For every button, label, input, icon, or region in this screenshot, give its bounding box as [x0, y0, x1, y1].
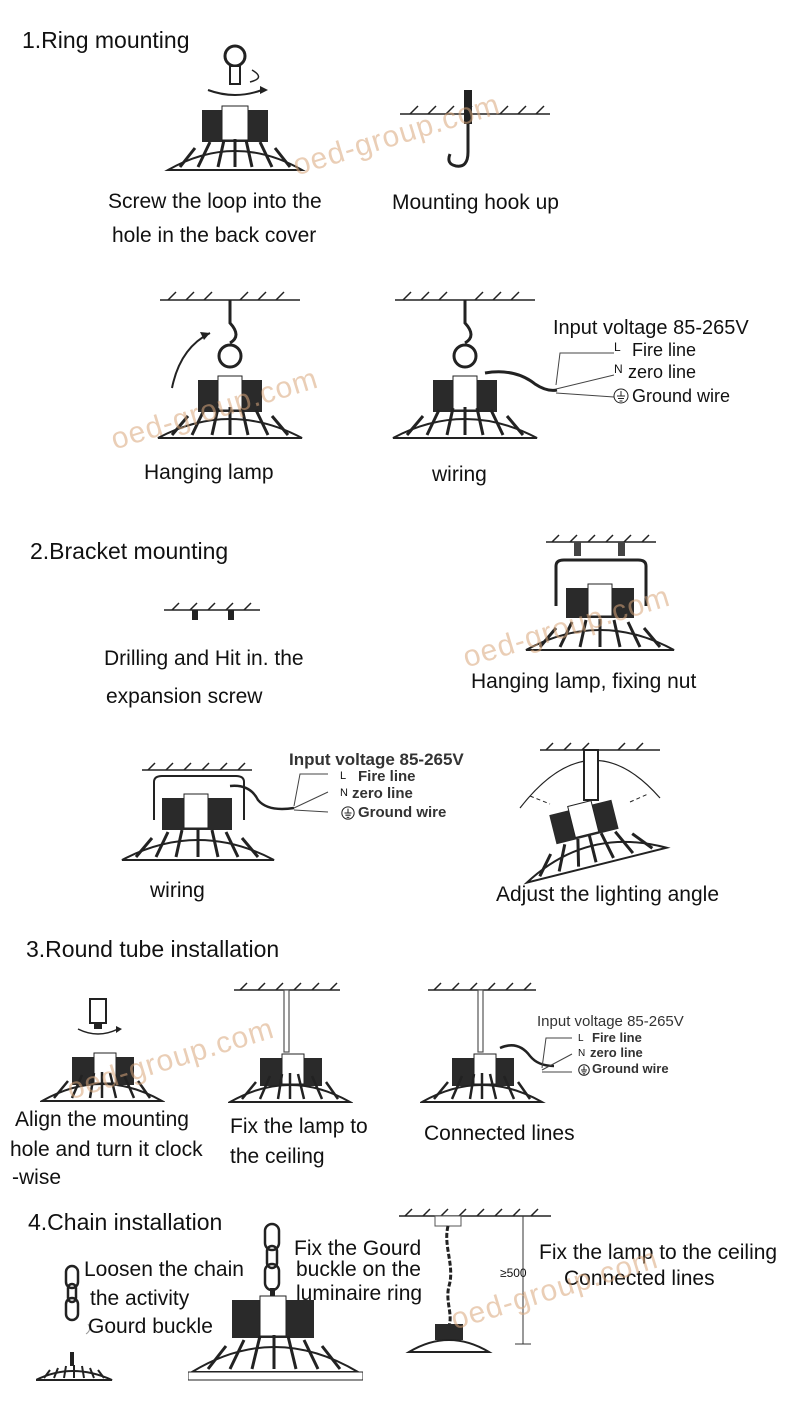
lamp-screw-loop-figure [164, 44, 306, 171]
section-title-chain-installation: 4.Chain installation [28, 1209, 223, 1235]
wire-leads-tube [541, 1037, 573, 1073]
input-voltage-label-ring: Input voltage 85-265V [553, 317, 749, 339]
fire-line-label-ring: Fire line [632, 340, 697, 360]
caption-chain-fix-line2: Connected lines [564, 1267, 715, 1290]
ground-symbol-icon [578, 1064, 590, 1076]
caption-wiring-bracket: wiring [150, 879, 205, 902]
zero-line-label-tube: zero line [590, 1045, 643, 1060]
ground-symbol-icon [613, 388, 629, 404]
caption-loosen-line1: Loosen the chain [84, 1258, 244, 1281]
tube-align-figure [40, 998, 165, 1102]
fire-line-label-bracket: Fire line [358, 768, 416, 785]
caption-hanging-lamp: Hanging lamp [144, 461, 274, 484]
zero-line-mark-ring: N [614, 362, 623, 376]
caption-fix-lamp-line2: the ceiling [230, 1145, 325, 1168]
ground-wire-label-ring: Ground wire [632, 386, 731, 406]
caption-loosen-line2: the activity [90, 1287, 190, 1310]
distance-label: ≥500 [500, 1266, 527, 1280]
tube-fix-ceiling-figure [228, 982, 353, 1103]
chain-loosen-figure [36, 1264, 113, 1381]
zero-line-mark-bracket: N [340, 787, 348, 799]
wiring-figure-bracket [121, 762, 295, 861]
caption-adjust-lighting-angle: Adjust the lighting angle [496, 883, 719, 906]
caption-gourd-buckle-line1: Fix the Gourd [294, 1237, 422, 1260]
caption-mounting-hook-up: Mounting hook up [392, 191, 559, 214]
mounting-hook-figure [400, 90, 550, 168]
ground-wire-label-bracket: Ground wire [358, 804, 447, 821]
caption-fix-lamp-line1: Fix the lamp to [230, 1115, 368, 1138]
wire-leads-bracket [293, 773, 329, 813]
fire-line-mark-bracket: L [340, 770, 347, 782]
section-title-ring-mounting: 1.Ring mounting [22, 27, 190, 53]
fire-line-mark-ring: L [614, 340, 621, 354]
chain-gourd-buckle-figure [188, 1222, 363, 1381]
caption-connected-lines-tube: Connected lines [424, 1122, 575, 1145]
adjust-angle-figure [519, 742, 671, 885]
input-voltage-label-bracket: Input voltage 85-265V [289, 750, 464, 769]
caption-align-line1: Align the mounting [15, 1108, 189, 1131]
fire-line-mark-tube: L [578, 1033, 584, 1044]
caption-gourd-buckle-line3: luminaire ring [296, 1282, 423, 1305]
caption-loosen-line3: Gourd buckle [88, 1315, 213, 1338]
ground-wire-label-tube: Ground wire [592, 1061, 669, 1076]
caption-screw-loop-line1: Screw the loop into the [108, 190, 322, 213]
wire-leads-ring [555, 352, 615, 398]
caption-chain-fix-line1: Fix the lamp to the ceiling [539, 1241, 778, 1264]
caption-screw-loop-line2: hole in the back cover [112, 224, 317, 247]
caption-wiring-ring: wiring [432, 463, 487, 486]
tube-connected-lines-figure [420, 982, 555, 1103]
zero-line-label-ring: zero line [628, 362, 697, 382]
wiring-figure-ring [392, 291, 558, 439]
expansion-screw-figure [164, 602, 260, 620]
zero-line-label-bracket: zero line [352, 785, 413, 802]
caption-drilling-line2: expansion screw [106, 685, 263, 708]
caption-drilling-line1: Drilling and Hit in. the [104, 647, 304, 670]
ground-symbol-icon [341, 806, 355, 820]
caption-align-line2: hole and turn it clock [10, 1138, 203, 1161]
zero-line-mark-tube: N [578, 1048, 586, 1059]
chain-fix-ceiling-figure [399, 1208, 551, 1353]
caption-hanging-lamp-fixing-nut: Hanging lamp, fixing nut [471, 670, 697, 693]
caption-align-line3: -wise [12, 1166, 62, 1189]
section-title-bracket-mounting: 2.Bracket mounting [30, 538, 229, 564]
input-voltage-label-tube: Input voltage 85-265V [537, 1013, 684, 1030]
lamp-body [164, 105, 306, 171]
bracket-hanging-lamp-figure [525, 534, 675, 651]
caption-gourd-buckle-line2: buckle on the [296, 1258, 421, 1281]
section-title-round-tube-installation: 3.Round tube installation [26, 936, 280, 962]
fire-line-label-tube: Fire line [592, 1030, 642, 1045]
hanging-lamp-figure [157, 291, 303, 439]
